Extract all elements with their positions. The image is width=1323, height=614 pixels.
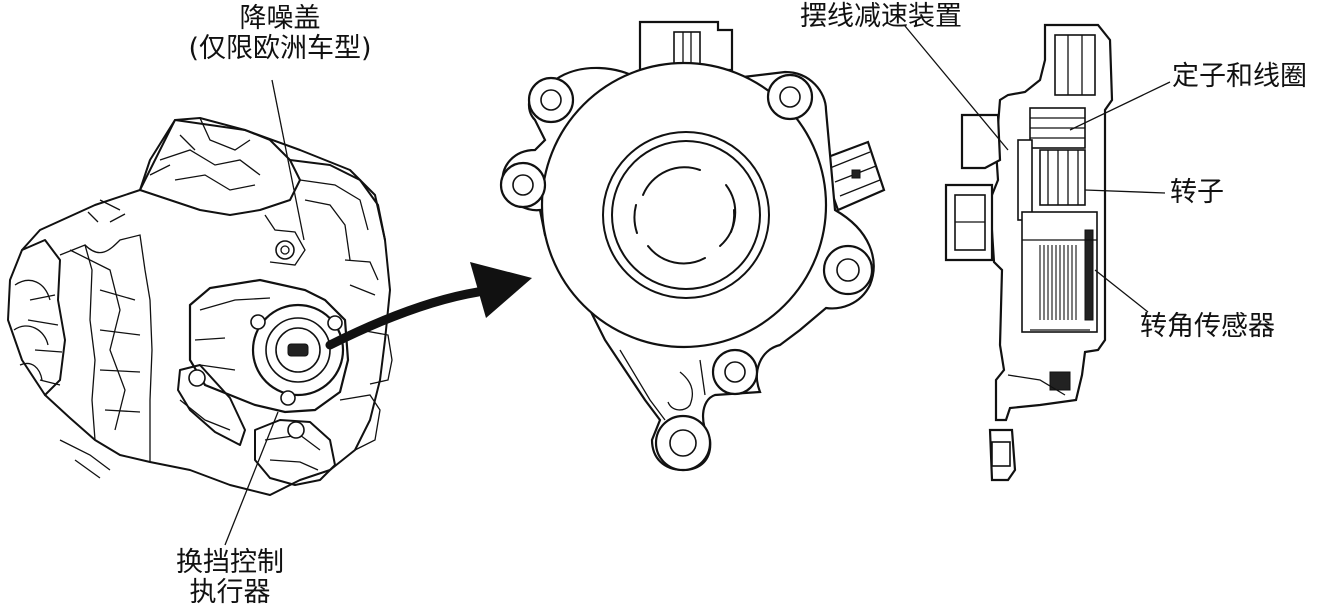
rotor-label: 转子 <box>1170 177 1224 208</box>
actuator-leader <box>224 411 279 546</box>
reduction-label: 摆线减速装置 <box>800 1 962 32</box>
rotor-leader <box>1084 189 1166 194</box>
arrow-right <box>325 262 532 350</box>
stator-leader <box>1069 81 1171 131</box>
stator-label: 定子和线圈 <box>1172 61 1307 92</box>
actuator-front-view <box>499 20 886 472</box>
transmission-drawing <box>7 117 393 496</box>
actuator-label-line1: 换挡控制 <box>176 547 284 578</box>
angle-sensor-label: 转角传感器 <box>1140 311 1275 342</box>
reduction-leader <box>904 25 1009 151</box>
actuator-label: 换挡控制 执行器 <box>120 548 340 608</box>
sensor-leader <box>1094 269 1149 313</box>
actuator-cross-section <box>944 23 1114 482</box>
actuator-label-line2: 执行器 <box>189 577 271 608</box>
noise-cover-label-line1: 降噪盖 <box>239 3 321 34</box>
noise-cover-label-line2: (仅限欧洲车型) <box>188 33 372 64</box>
noise-cover-leader <box>271 79 305 241</box>
noise-cover-label: 降噪盖 (仅限欧洲车型) <box>180 4 380 64</box>
